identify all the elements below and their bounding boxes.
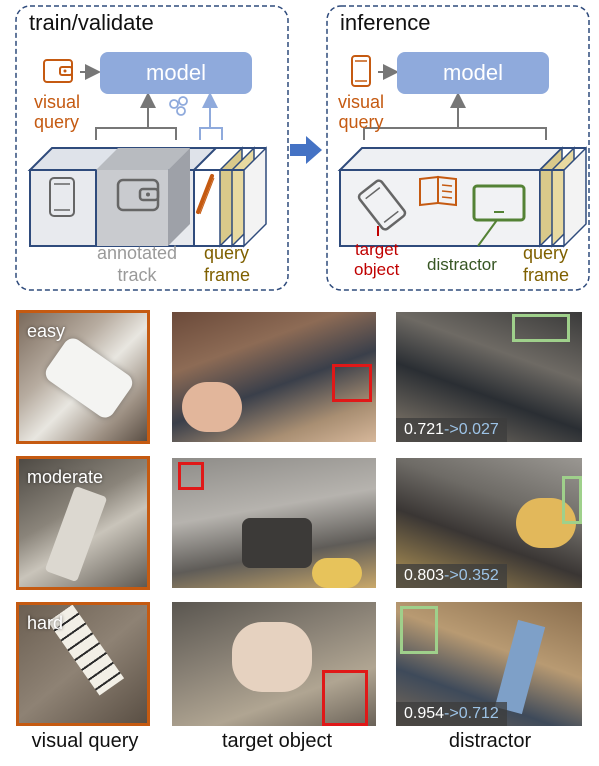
frame-bracket <box>199 127 223 140</box>
difficulty-label: easy <box>27 321 66 341</box>
target-box <box>178 462 204 490</box>
caption-distractor: distractor <box>448 730 532 752</box>
train-panel <box>15 5 289 291</box>
score-readout: 0.803->0.352 <box>396 564 507 588</box>
pen-icon <box>196 174 215 215</box>
distractor-frame-easy: 0.721->0.027 <box>396 312 582 442</box>
distractor-frame-hard: 0.954->0.712 <box>396 602 582 726</box>
inference-video-volume <box>337 146 587 248</box>
method-diagram <box>15 5 590 291</box>
score-readout: 0.954->0.712 <box>396 702 507 726</box>
tablet-icon <box>472 184 526 222</box>
phone-icon <box>49 177 75 217</box>
caption-target-object: target object <box>221 730 333 752</box>
caption-visual-query: visual query <box>31 730 139 752</box>
wallet-icon <box>43 59 73 83</box>
link-icon <box>169 96 188 116</box>
track-bracket <box>95 127 177 140</box>
difficulty-label: hard <box>27 613 64 633</box>
panel-arrow-icon <box>290 136 322 164</box>
difficulty-label: moderate <box>27 467 104 487</box>
query-thumb-easy: easy <box>16 310 150 444</box>
tilted-phone-icon <box>357 179 407 231</box>
inference-query-frame-label: query frame <box>523 243 570 285</box>
distractor-box <box>512 314 570 342</box>
target-frame-hard <box>172 602 376 726</box>
target-box <box>332 364 372 402</box>
distractor-leader-line <box>477 219 498 247</box>
inference-visual-query-label: visual query <box>338 92 385 132</box>
distractor-frame-moderate: 0.803->0.352 <box>396 458 582 588</box>
target-object-label: target object <box>354 240 400 279</box>
train-video-volume <box>27 146 267 248</box>
distractor-box <box>400 606 438 654</box>
book-icon <box>419 175 457 207</box>
distractor-label: distractor <box>427 255 497 274</box>
train-title: train/validate <box>29 10 154 35</box>
inference-bracket <box>363 127 547 140</box>
annotated-track-label: annotated track <box>96 243 178 285</box>
score-readout: 0.721->0.027 <box>396 418 507 442</box>
target-frame-moderate <box>172 458 376 588</box>
query-thumb-hard: hard <box>16 602 150 726</box>
train-model-box: model <box>100 52 252 94</box>
target-frame-easy <box>172 312 376 442</box>
wallet-gray-icon <box>116 178 160 212</box>
inference-panel <box>326 5 590 291</box>
inference-model-box: model <box>397 52 549 94</box>
distractor-box <box>562 476 582 524</box>
inference-title: inference <box>340 10 431 35</box>
query-thumb-moderate: moderate <box>16 456 150 590</box>
phone-orange-icon <box>351 55 371 87</box>
train-query-frame-label: query frame <box>204 243 251 285</box>
target-box <box>322 670 368 726</box>
train-visual-query-label: visual query <box>34 92 81 132</box>
